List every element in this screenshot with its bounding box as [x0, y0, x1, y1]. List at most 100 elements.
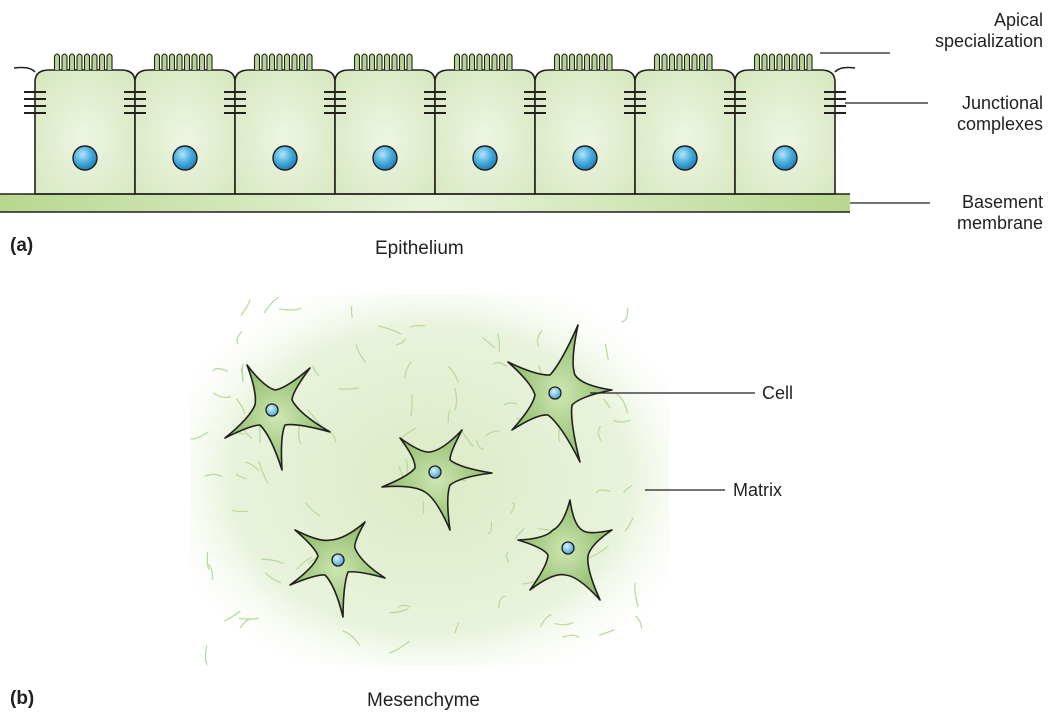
microvilli	[455, 54, 513, 70]
nucleus	[273, 146, 297, 170]
cell-body	[135, 70, 235, 194]
microvillus	[792, 54, 797, 70]
nucleus	[562, 542, 574, 554]
microvillus	[270, 54, 275, 70]
apical-label-line1: Apical	[935, 10, 1043, 31]
cell-body	[535, 70, 635, 194]
epithelium-left-edge	[14, 68, 35, 73]
microvillus	[470, 54, 475, 70]
microvillus	[55, 54, 60, 70]
microvillus	[585, 54, 590, 70]
microvillus	[177, 54, 182, 70]
microvillus	[155, 54, 160, 70]
nucleus	[673, 146, 697, 170]
microvillus	[600, 54, 605, 70]
microvillus	[192, 54, 197, 70]
cell-body	[235, 70, 335, 194]
epithelial-cell	[635, 54, 735, 194]
basement-label-line1: Basement	[957, 192, 1043, 213]
microvillus	[692, 54, 697, 70]
microvillus	[800, 54, 805, 70]
mesenchyme-caption: Mesenchyme	[367, 690, 480, 712]
nucleus	[773, 146, 797, 170]
nucleus	[73, 146, 97, 170]
microvillus	[285, 54, 290, 70]
microvillus	[407, 54, 412, 70]
microvillus	[300, 54, 305, 70]
microvillus	[362, 54, 367, 70]
microvillus	[700, 54, 705, 70]
epithelial-cell	[735, 54, 835, 194]
matrix-fiber	[351, 307, 352, 318]
microvilli	[755, 54, 813, 70]
epithelial-cell	[535, 54, 635, 194]
epithelial-cells	[14, 54, 855, 194]
microvillus	[770, 54, 775, 70]
microvillus	[592, 54, 597, 70]
microvillus	[92, 54, 97, 70]
microvillus	[277, 54, 282, 70]
microvillus	[607, 54, 612, 70]
microvillus	[662, 54, 667, 70]
microvilli	[655, 54, 713, 70]
cell-label: Cell	[762, 383, 793, 404]
microvillus	[200, 54, 205, 70]
nucleus	[266, 404, 278, 416]
microvillus	[185, 54, 190, 70]
epithelium-diagram	[0, 53, 930, 212]
microvillus	[755, 54, 760, 70]
microvilli	[355, 54, 413, 70]
microvillus	[677, 54, 682, 70]
microvillus	[492, 54, 497, 70]
nucleus	[473, 146, 497, 170]
cell-body	[635, 70, 735, 194]
cell-body	[35, 70, 135, 194]
microvillus	[107, 54, 112, 70]
microvilli	[555, 54, 613, 70]
microvillus	[377, 54, 382, 70]
cell-body	[335, 70, 435, 194]
mesenchyme-diagram	[190, 295, 755, 665]
microvillus	[562, 54, 567, 70]
epithelium-right-edge	[835, 68, 855, 73]
panel-a-tag: (a)	[10, 235, 33, 257]
panel-b-tag: (b)	[10, 688, 34, 710]
microvillus	[462, 54, 467, 70]
microvillus	[807, 54, 812, 70]
cell-body	[435, 70, 535, 194]
microvillus	[785, 54, 790, 70]
cell-body	[735, 70, 835, 194]
microvillus	[385, 54, 390, 70]
junctional-label-line2: complexes	[957, 114, 1043, 135]
nucleus	[429, 466, 441, 478]
epithelial-cell	[335, 54, 435, 194]
microvillus	[685, 54, 690, 70]
basement-membrane	[0, 194, 850, 212]
nucleus	[332, 554, 344, 566]
microvillus	[500, 54, 505, 70]
basement-label-line2: membrane	[957, 213, 1043, 234]
microvillus	[77, 54, 82, 70]
microvillus	[262, 54, 267, 70]
junctional-complexes-label: Junctional complexes	[957, 93, 1043, 135]
microvillus	[477, 54, 482, 70]
microvillus	[400, 54, 405, 70]
microvillus	[162, 54, 167, 70]
epithelial-cell	[235, 54, 335, 194]
microvillus	[655, 54, 660, 70]
epithelial-cell	[135, 54, 235, 194]
microvillus	[555, 54, 560, 70]
microvillus	[100, 54, 105, 70]
junctional-label-line1: Junctional	[957, 93, 1043, 114]
matrix-label: Matrix	[733, 480, 782, 501]
microvillus	[670, 54, 675, 70]
microvilli	[255, 54, 313, 70]
microvilli	[55, 54, 113, 70]
microvillus	[70, 54, 75, 70]
microvillus	[85, 54, 90, 70]
microvillus	[292, 54, 297, 70]
nucleus	[549, 387, 561, 399]
microvillus	[577, 54, 582, 70]
